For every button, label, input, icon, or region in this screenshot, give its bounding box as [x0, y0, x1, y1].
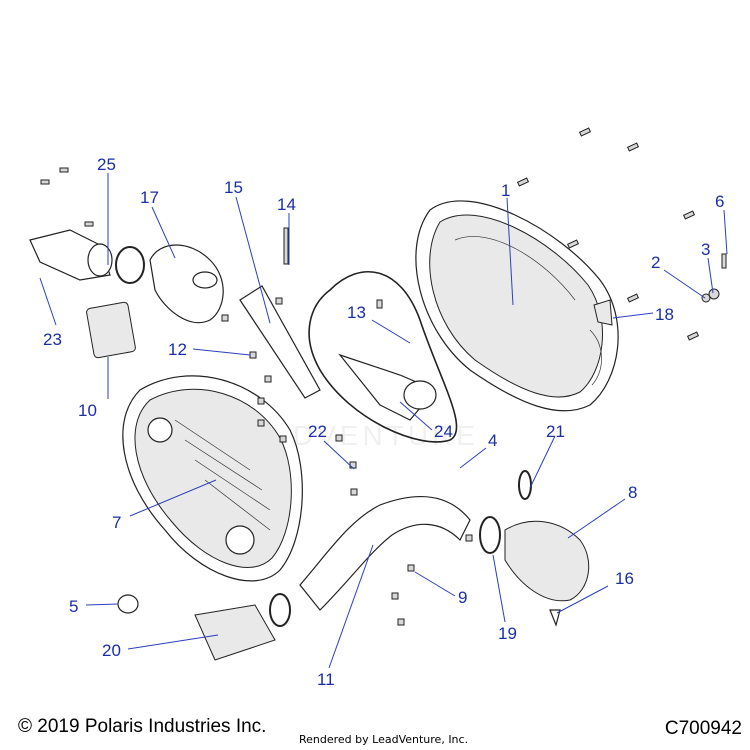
callout-22: 22	[308, 422, 327, 441]
callout-11: 11	[317, 670, 335, 689]
fasteners	[40, 127, 727, 626]
part-gasket-plate[interactable]	[593, 299, 613, 326]
callout-14: 14	[277, 195, 296, 214]
callout-10: 10	[78, 401, 97, 420]
part-cover-seal[interactable]	[308, 271, 458, 443]
part-duct-boot[interactable]	[338, 353, 437, 421]
copyright-notice: © 2019 Polaris Industries Inc.	[18, 716, 267, 737]
callout-16: 16	[615, 569, 634, 588]
part-filter[interactable]	[86, 301, 136, 359]
part-long-duct[interactable]	[299, 495, 471, 611]
callout-labels: 1 2 3 4 5 6 7 8 9 10 11 12 13 14 15 16 1…	[43, 155, 724, 689]
callout-19: 19	[498, 624, 517, 643]
callout-8: 8	[628, 483, 637, 502]
part-fitting-cone[interactable]	[549, 609, 561, 627]
part-elbow-duct[interactable]	[504, 520, 590, 602]
callout-2: 2	[651, 253, 660, 272]
part-clamp-lower[interactable]	[479, 516, 501, 554]
part-outlet-duct[interactable]	[194, 604, 276, 661]
callout-6: 6	[715, 192, 724, 211]
callout-7: 7	[112, 513, 121, 532]
part-inner-clutch-cover[interactable]	[122, 375, 303, 582]
callout-15: 15	[224, 178, 243, 197]
part-clamp-small[interactable]	[518, 470, 532, 500]
rendered-by-credit: Rendered by LeadVenture, Inc.	[299, 733, 469, 746]
part-outer-clutch-cover[interactable]	[415, 200, 619, 412]
part-washer-ring[interactable]	[117, 594, 139, 614]
callout-9: 9	[458, 588, 467, 607]
callout-4: 4	[488, 431, 497, 450]
callout-1: 1	[501, 181, 510, 200]
callout-21: 21	[546, 422, 565, 441]
leader-lines	[39, 173, 728, 669]
callout-13: 13	[347, 303, 366, 322]
callout-5: 5	[69, 597, 78, 616]
part-intake-duct[interactable]	[149, 244, 224, 324]
callout-24: 24	[434, 422, 453, 441]
callout-18: 18	[655, 305, 674, 324]
callout-25: 25	[97, 155, 116, 174]
part-clamp-duct[interactable]	[269, 593, 291, 627]
part-bracket-strip[interactable]	[239, 285, 321, 399]
callout-23: 23	[43, 330, 62, 349]
callout-3: 3	[701, 240, 710, 259]
callout-12: 12	[168, 340, 187, 359]
callout-17: 17	[140, 188, 159, 207]
callout-20: 20	[102, 641, 121, 660]
part-clamp-upper[interactable]	[115, 246, 145, 284]
diagram-code: C700942	[664, 718, 742, 739]
part-inlet-bracket-duct[interactable]	[29, 229, 113, 281]
